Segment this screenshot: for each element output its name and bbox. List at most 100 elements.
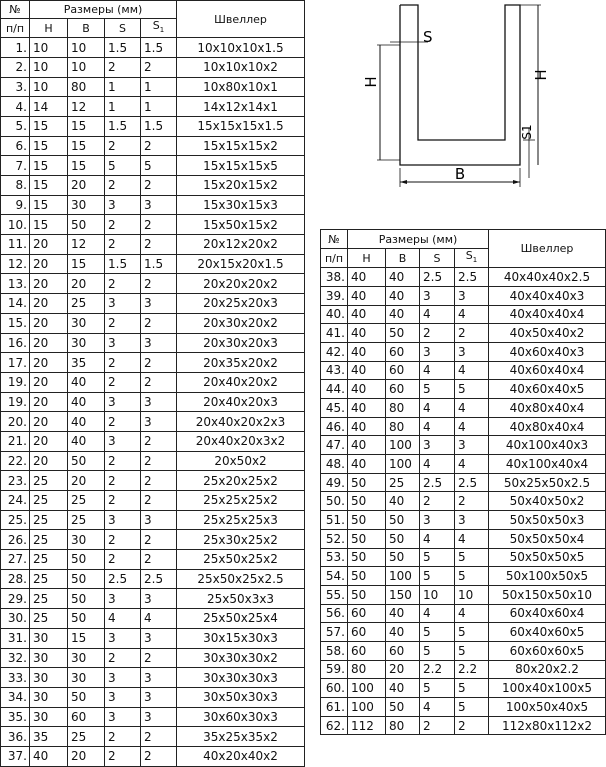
row-number: 34.: [0, 686, 30, 708]
row-number: 9.: [0, 194, 30, 216]
cell-s: 3: [104, 588, 141, 610]
cell-name: 112x80x112x2: [488, 715, 606, 736]
cell-s1: 2.5: [453, 472, 490, 493]
cell-h: 25: [29, 490, 68, 511]
cell-s1: 2: [139, 352, 178, 373]
header-name: Швеллер: [176, 0, 306, 39]
cell-s: 2.5: [419, 267, 455, 287]
cell-b: 20: [67, 273, 105, 295]
cell-s1: 4: [453, 528, 490, 549]
cell-s1: 4: [453, 360, 490, 381]
cell-b: 50: [67, 214, 105, 236]
cell-name: 20x40x20x3: [176, 391, 306, 413]
cell-name: 14x12x14x1: [176, 96, 306, 117]
row-number: 1.: [0, 37, 30, 58]
cell-s: 5: [419, 566, 455, 586]
cell-b: 40: [385, 622, 420, 642]
cell-s1: 3: [453, 285, 490, 306]
cell-h: 20: [29, 391, 68, 413]
cell-name: 20x25x20x3: [176, 293, 306, 314]
cell-h: 100: [347, 678, 386, 698]
row-number: 31.: [0, 627, 30, 649]
cell-name: 20x15x20x1.5: [176, 253, 306, 275]
row-number: 10.: [0, 214, 30, 236]
cell-s1: 2: [139, 214, 178, 236]
row-number: 11.: [0, 234, 30, 255]
header-sizes: Размеры (мм): [28, 0, 178, 19]
header-num: №: [320, 229, 348, 249]
cell-h: 15: [29, 135, 68, 157]
label-s: S: [423, 28, 433, 46]
cell-h: 20: [29, 312, 68, 334]
cell-s: 3: [104, 509, 141, 531]
cell-b: 25: [67, 490, 105, 511]
header-num-sub: п/п: [320, 247, 348, 269]
cell-s: 5: [419, 547, 455, 568]
cell-b: 150: [385, 584, 420, 605]
cell-s: 5: [419, 678, 455, 698]
cell-b: 50: [385, 697, 420, 717]
cell-h: 50: [347, 528, 386, 549]
cell-name: 35x25x35x2: [176, 726, 306, 747]
cell-s1: 2.5: [139, 568, 178, 590]
cell-s: 2.5: [104, 568, 141, 590]
cell-s: 4: [419, 398, 455, 418]
cell-b: 50: [67, 568, 105, 590]
cell-s: 2: [104, 490, 141, 511]
cell-h: 20: [29, 352, 68, 373]
cell-s1: 2: [139, 135, 178, 157]
row-number: 50.: [320, 491, 348, 512]
cell-s: 5: [419, 640, 455, 661]
cell-s1: 2: [139, 647, 178, 669]
cell-b: 15: [67, 253, 105, 275]
cell-s1: 4: [453, 304, 490, 325]
cell-s1: 2: [139, 371, 178, 393]
cell-s1: 2: [139, 745, 178, 767]
row-number: 45.: [320, 398, 348, 418]
cell-s: 5: [419, 379, 455, 399]
row-number: 35.: [0, 706, 30, 728]
cell-b: 40: [385, 603, 420, 624]
cell-b: 40: [67, 430, 105, 452]
cell-name: 15x15x15x5: [176, 155, 306, 176]
cell-s: 3: [104, 293, 141, 314]
cell-s: 2: [419, 323, 455, 343]
cell-h: 10: [29, 37, 68, 58]
cell-b: 25: [67, 293, 105, 314]
row-number: 29.: [0, 588, 30, 610]
cell-s1: 3: [139, 706, 178, 728]
cell-s: 1: [104, 96, 141, 117]
cell-s1: 5: [453, 697, 490, 717]
cell-name: 25x20x25x2: [176, 470, 306, 491]
cell-s: 3: [104, 706, 141, 728]
row-number: 14.: [0, 293, 30, 314]
cell-s: 4: [104, 608, 141, 629]
cell-b: 40: [385, 678, 420, 698]
row-number: 4.: [0, 96, 30, 117]
header-b: B: [67, 17, 105, 39]
row-number: 48.: [320, 454, 348, 474]
cell-h: 50: [347, 491, 386, 512]
cell-name: 40x40x40x4: [488, 304, 606, 325]
cell-name: 15x30x15x3: [176, 194, 306, 216]
cell-name: 20x50x2: [176, 450, 306, 472]
row-number: 16.: [0, 332, 30, 354]
cell-s: 4: [419, 454, 455, 474]
